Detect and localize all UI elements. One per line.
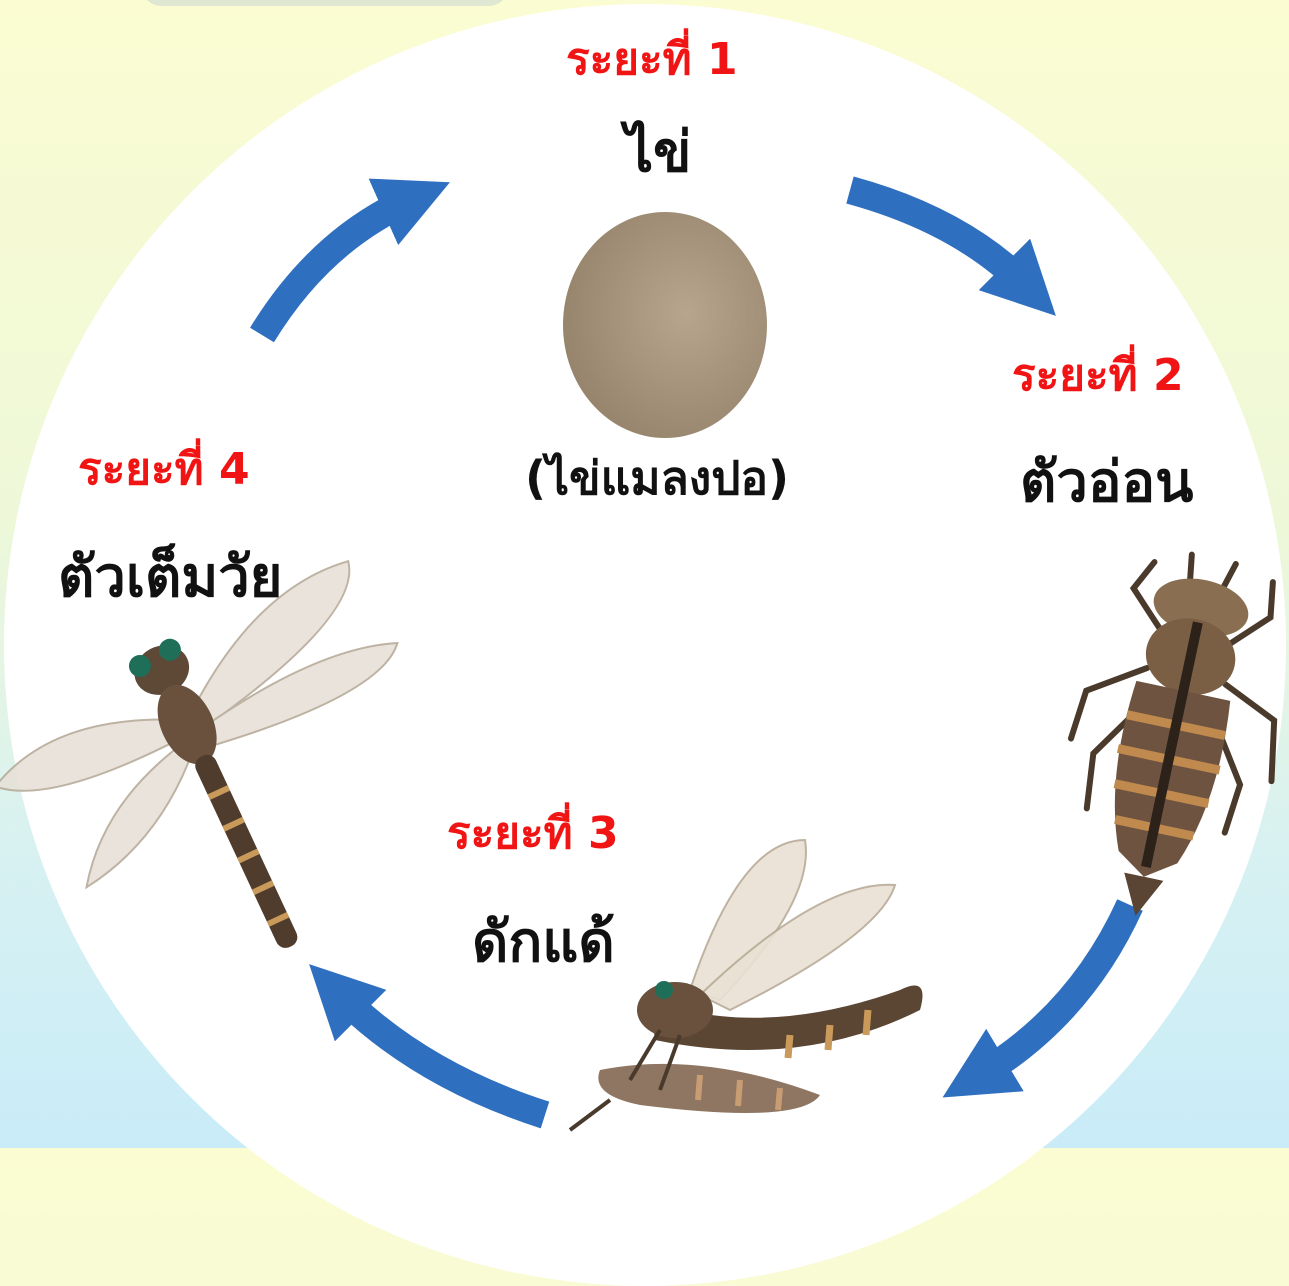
stage-4-name: ตัวเต็มวัย	[58, 545, 283, 610]
cycle-arrow-icon	[309, 964, 550, 1129]
top-tab-decoration	[140, 0, 510, 6]
stage-2-label: ระยะที่ 2	[1012, 350, 1184, 401]
stage-2-name: ตัวอ่อน	[1020, 450, 1194, 515]
emerging-dragonfly-icon	[568, 838, 923, 1132]
stage-1-note: (ไข่แมลงปอ)	[525, 451, 790, 505]
nymph-icon	[1067, 551, 1278, 916]
stage-4-label: ระยะที่ 4	[78, 444, 250, 495]
adult-dragonfly-icon	[0, 559, 399, 948]
lifecycle-illustration	[0, 176, 1278, 1132]
cycle-arrow-icon	[846, 176, 1056, 316]
cycle-arrow-icon	[250, 178, 450, 343]
egg-icon	[563, 212, 767, 438]
stage-3-name: ดักแด้	[472, 910, 615, 975]
stage-1-name: ไข่	[625, 120, 692, 185]
cycle-arrow-icon	[942, 899, 1143, 1098]
stage-3-label: ระยะที่ 3	[447, 808, 619, 859]
stage-1-label: ระยะที่ 1	[566, 34, 738, 85]
